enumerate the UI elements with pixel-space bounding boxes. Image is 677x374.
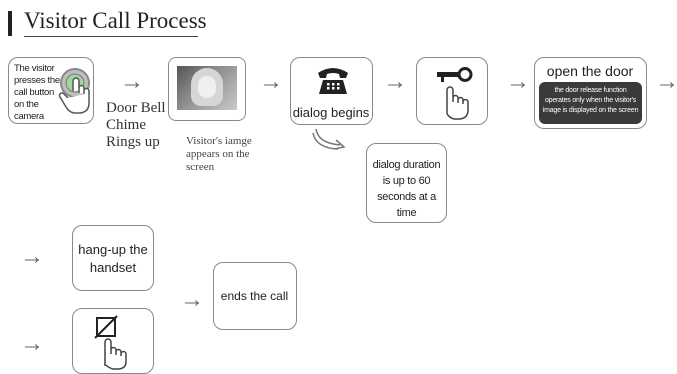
visitor-photo bbox=[177, 66, 237, 110]
hand-press-icon bbox=[104, 338, 127, 370]
open-door-title: open the door bbox=[546, 63, 634, 79]
flow-arrow: → bbox=[259, 68, 283, 95]
dialog-duration-box: dialog duration is up to 60 seconds at a… bbox=[366, 143, 447, 223]
dialog-begins-text: dialog begins bbox=[292, 105, 370, 120]
key-icon bbox=[437, 67, 473, 120]
telephone-icon bbox=[318, 68, 348, 94]
title-underline bbox=[24, 36, 198, 37]
chime-label: Door Bell Chime Rings up bbox=[106, 100, 166, 150]
screen-off-step bbox=[72, 308, 154, 374]
flow-arrow: → bbox=[20, 330, 44, 357]
press-button-step: The visitor presses the call button on t… bbox=[8, 57, 94, 124]
hang-up-step: hang-up the handset bbox=[72, 225, 154, 291]
page-title: Visitor Call Process bbox=[24, 8, 207, 33]
hang-up-text: hang-up the handset bbox=[78, 242, 148, 275]
press-button-text: The visitor presses the call button on t… bbox=[14, 63, 60, 122]
flow-arrow: → bbox=[383, 68, 407, 95]
hand-press-icon bbox=[446, 86, 469, 120]
flow-arrow: → bbox=[506, 68, 530, 95]
open-door-step: open the door the door release function … bbox=[534, 57, 647, 129]
ends-call-text: ends the call bbox=[220, 289, 289, 303]
open-door-note: the door release function operates only … bbox=[542, 87, 639, 114]
curved-arrow-icon bbox=[312, 128, 346, 150]
ends-call-step: ends the call bbox=[213, 262, 297, 330]
image-appears-label: Visitor's iamge appears on the screen bbox=[186, 135, 252, 173]
flow-arrow: → bbox=[120, 68, 144, 95]
dialog-step: dialog begins bbox=[290, 57, 373, 125]
key-step bbox=[416, 57, 488, 125]
flow-arrow: → bbox=[655, 68, 677, 95]
screen-off-icon bbox=[94, 315, 127, 370]
call-button-icon bbox=[58, 68, 90, 114]
flow-arrow: → bbox=[180, 286, 204, 313]
flow-arrow: → bbox=[20, 243, 44, 270]
title-marker bbox=[8, 11, 12, 36]
screen-step bbox=[168, 57, 246, 121]
open-door-note-panel: the door release function operates only … bbox=[539, 82, 642, 124]
dialog-duration-text: dialog duration is up to 60 seconds at a… bbox=[372, 159, 441, 219]
